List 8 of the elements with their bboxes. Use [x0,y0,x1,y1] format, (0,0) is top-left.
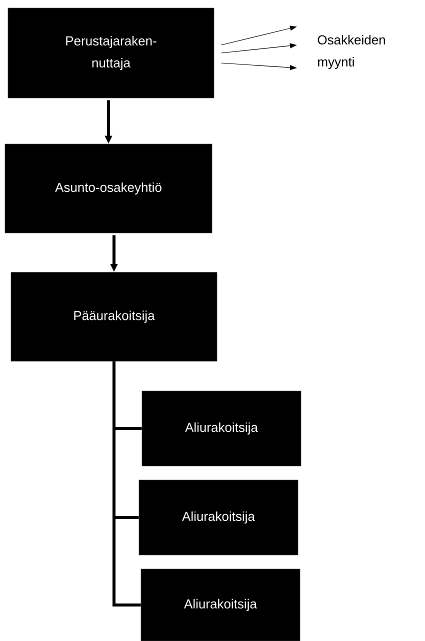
process-box: Perustajaraken- nuttaja [8,8,214,98]
process-box: Pääurakoitsija [10,272,218,362]
process-box: Aliurakoitsija [142,390,302,466]
process-box: Aliurakoitsija [138,480,298,556]
process-box: Aliurakoitsija [140,568,300,641]
label-text: Osakkeiden myynti [318,34,385,70]
connector-line [112,361,141,606]
process-box: Asunto-osakeyhtiö [4,144,212,234]
